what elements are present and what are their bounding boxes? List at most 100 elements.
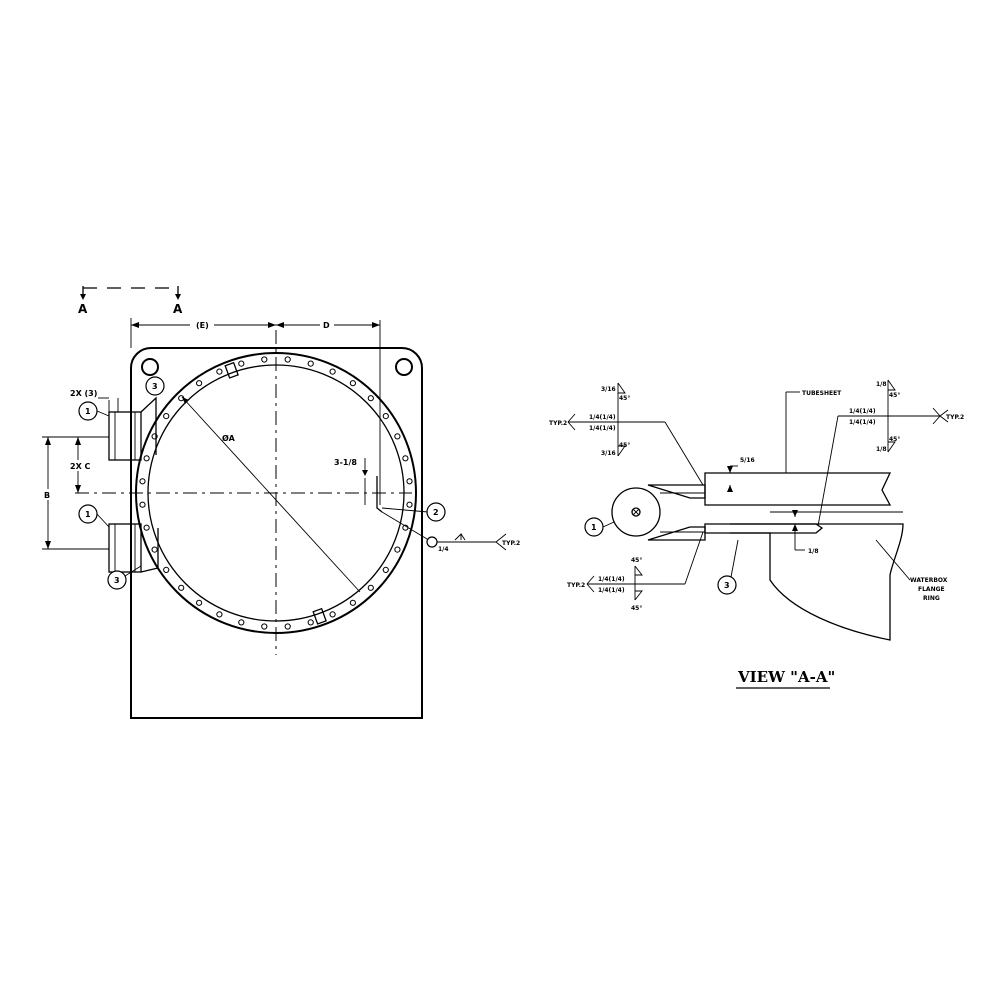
svg-text:2: 2 (433, 508, 439, 517)
callout-1-lower: 1 (78, 504, 110, 528)
bolt-hole (382, 413, 389, 420)
bolt-hole (216, 368, 223, 375)
callout-1-upper: 1 (78, 401, 110, 421)
bolt-hole (261, 356, 268, 363)
nozzle-upper (108, 411, 142, 461)
weld-all-around-icon (426, 536, 438, 548)
arrowhead-icon (268, 322, 276, 328)
arrowhead-icon (75, 485, 81, 493)
corner-hole-right (395, 358, 413, 376)
section-label-left: A (78, 302, 88, 316)
bolt-hole (196, 380, 203, 387)
lifting-lug-top (224, 361, 239, 379)
diameter-leader (181, 396, 361, 593)
gasket-strip (730, 523, 824, 534)
bolt-hole (394, 433, 401, 440)
tubesheet-section (704, 472, 892, 506)
svg-text:TYP.2: TYP.2 (946, 414, 964, 421)
svg-text:45°: 45° (619, 395, 630, 402)
callout-2: 2 (426, 502, 446, 522)
waterbox-label-3: RING (923, 595, 940, 602)
dim-offset-label: 3-1/8 (334, 458, 357, 467)
bolt-hole (406, 501, 413, 508)
bolt-hole (307, 360, 314, 367)
dim-diameter-label: ØA (222, 433, 236, 443)
bolt-hole (163, 566, 170, 574)
svg-text:1/4(1/4): 1/4(1/4) (589, 414, 616, 421)
bolt-hole (143, 524, 150, 531)
bolt-hole (151, 546, 158, 553)
svg-text:TYP.2: TYP.2 (549, 420, 567, 427)
svg-text:1/4(1/4): 1/4(1/4) (589, 425, 616, 432)
arrowhead-icon (75, 437, 81, 445)
svg-text:3: 3 (724, 581, 730, 590)
bolt-hole (367, 395, 374, 402)
dim-qty-c-label: 2X C (70, 462, 91, 471)
nozzle-upper-gusset (140, 396, 157, 455)
bolt-hole (163, 413, 170, 420)
dim-5-16-label: 5/16 (740, 457, 755, 464)
svg-text:1/4(1/4): 1/4(1/4) (598, 576, 625, 583)
svg-text:45°: 45° (889, 392, 900, 399)
section-marker: A A (78, 286, 183, 316)
weld-tail-icon (495, 533, 507, 551)
bolt-hole (139, 478, 146, 485)
front-view: ØA (E) D 2X (3) (42, 318, 520, 719)
bolt-hole (382, 566, 389, 574)
weld-symbol-top-left: TYP.2 3/16 45° 1/4(1/4) 1/4(1/4) 45° 3/1… (549, 382, 635, 457)
weld-symbol-top-right: TYP.2 1/8 45° 1/4(1/4) 1/4(1/4) 45° 1/8 (849, 379, 964, 453)
bolt-hole (307, 619, 314, 626)
section-arrowhead-right-icon (175, 294, 181, 300)
view-aa: 5/16 1/8 TUBESHEET WATERBOX FLANGE RING … (549, 379, 964, 689)
waterbox-label-1: WATERBOX (910, 577, 948, 584)
center-mark-icon (632, 508, 640, 516)
bolt-hole (216, 611, 223, 618)
nozzle-lower (108, 523, 142, 573)
dim-b-label: B (44, 491, 50, 500)
dim-e-label: (E) (196, 321, 209, 330)
bolt-hole (196, 599, 203, 606)
callout-3-lower: 3 (107, 565, 142, 590)
svg-text:1/4(1/4): 1/4(1/4) (598, 587, 625, 594)
bolt-hole (284, 356, 291, 363)
svg-text:3/16: 3/16 (601, 386, 616, 393)
weld-symbol-bottom: TYP.2 45° 1/4(1/4) 1/4(1/4) 45° (567, 557, 643, 612)
svg-text:1/4(1/4): 1/4(1/4) (849, 408, 876, 415)
bolt-hole (329, 611, 336, 618)
bolt-hole (349, 380, 356, 387)
waterbox-label-2: FLANGE (918, 586, 945, 593)
svg-text:45°: 45° (631, 605, 642, 612)
arrowhead-icon (45, 541, 51, 549)
tubesheet-outline (130, 347, 423, 719)
fillet-weld-icon (454, 532, 466, 541)
svg-text:3: 3 (114, 576, 120, 585)
svg-text:45°: 45° (889, 436, 900, 443)
arrowhead-icon (727, 466, 733, 473)
svg-text:1: 1 (591, 523, 597, 532)
svg-text:TYP.2: TYP.2 (567, 582, 585, 589)
nozzle-lower-gusset (140, 528, 159, 573)
bolt-hole (402, 455, 409, 462)
bolt-hole (143, 455, 150, 462)
waterbox-flange-ring (704, 523, 904, 641)
section-label-right: A (173, 302, 183, 316)
bolt-hole (261, 623, 268, 630)
tubesheet-label: TUBESHEET (802, 390, 842, 397)
nozzle-weld-upper (647, 484, 706, 499)
view-aa-callout-3: 3 (717, 575, 737, 595)
svg-text:1/4(1/4): 1/4(1/4) (849, 419, 876, 426)
bolt-hole (284, 623, 291, 630)
bolt-hole (238, 360, 245, 367)
bolt-hole (329, 368, 336, 375)
arrowhead-icon (792, 510, 798, 517)
svg-text:1: 1 (85, 510, 91, 519)
dim-1-8-label: 1/8 (808, 548, 819, 555)
arrowhead-icon (372, 322, 380, 328)
corner-hole-left (141, 358, 159, 376)
weld-note-label: TYP.2 (502, 540, 520, 547)
section-arrowhead-left-icon (80, 294, 86, 300)
dim-d-label: D (323, 321, 330, 330)
svg-text:1/8: 1/8 (876, 446, 887, 453)
bolt-hole (178, 584, 185, 591)
arrowhead-icon (45, 437, 51, 445)
